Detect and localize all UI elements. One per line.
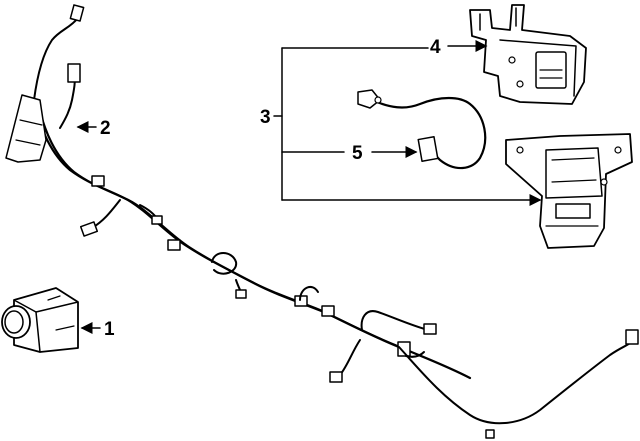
control-module-bracket-icon [469, 4, 587, 105]
callout-3-label: 3 [260, 107, 271, 128]
callout-1: 1 [80, 319, 115, 340]
callout-5: 5 [352, 143, 418, 164]
callout-4-label: 4 [430, 37, 441, 58]
callout-4: 4 [430, 37, 488, 58]
callout-5-label: 5 [352, 143, 363, 164]
callout-1-label: 1 [104, 319, 115, 340]
callout-2-label: 2 [100, 118, 111, 139]
callout-2: 2 [76, 118, 111, 139]
main-wire-harness [5, 4, 639, 439]
park-assist-module-icon [505, 133, 633, 249]
callout-3: 3 [260, 47, 542, 206]
module-wire-harness-icon [357, 89, 487, 170]
parking-sensor-icon [1, 287, 79, 353]
